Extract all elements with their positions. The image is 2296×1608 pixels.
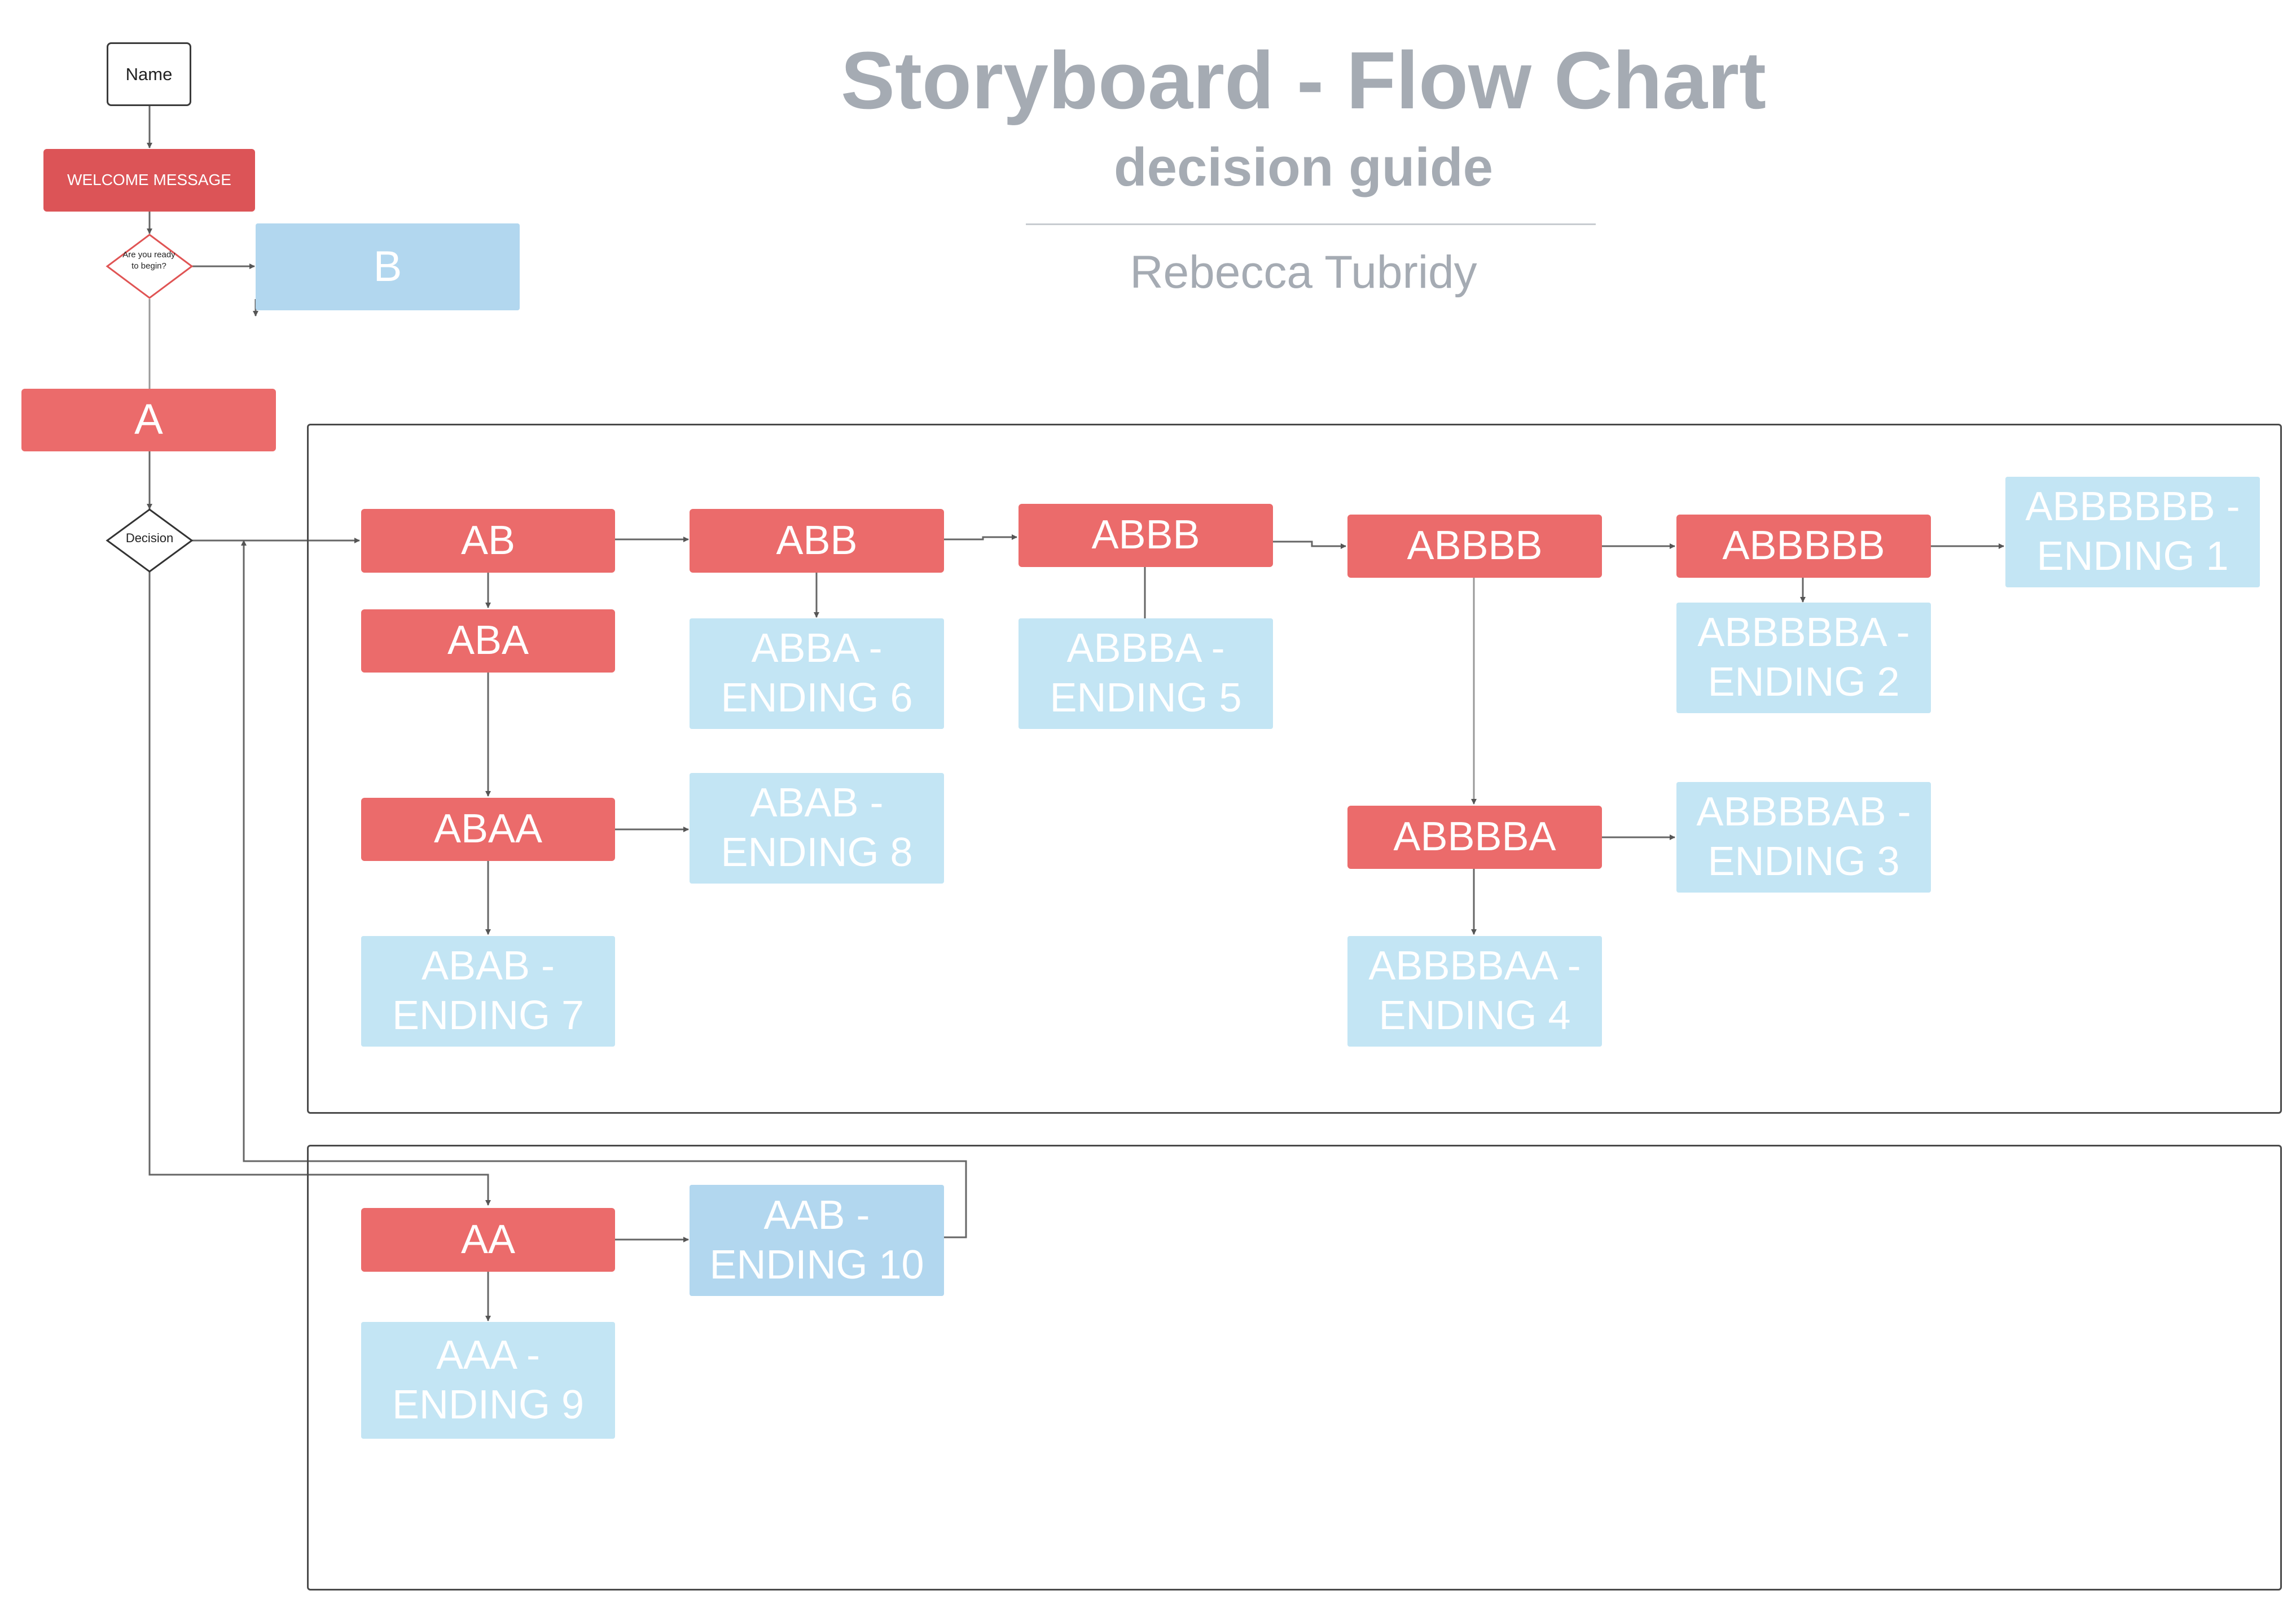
- page-title: Storyboard - Flow Chart: [840, 35, 1767, 126]
- aab-ending10-node: AAB - ENDING 10: [690, 1185, 944, 1296]
- abbbbba-ending2-node: ABBBBBA - ENDING 2: [1676, 603, 1931, 713]
- page-subtitle: decision guide: [1113, 137, 1494, 197]
- decision-diamond: [106, 508, 194, 573]
- abbbbab-ending3-node: ABBBBAB - ENDING 3: [1676, 782, 1931, 893]
- abbb-node: ABBB: [1019, 504, 1273, 567]
- aa-node: AA: [361, 1208, 615, 1272]
- connector-aab-loop: [241, 540, 967, 1238]
- connector-decision-aa: [148, 572, 491, 1206]
- aba-node: ABA: [361, 609, 615, 673]
- branch-aa-frame: [307, 1145, 2282, 1591]
- connector-abbb-abbbb: [1273, 541, 1346, 549]
- author-name: Rebecca Tubridy: [1130, 247, 1477, 298]
- abbbbaa-ending4-node: ABBBBAA - ENDING 4: [1347, 936, 1602, 1047]
- name-node: Name: [107, 42, 191, 106]
- ab-node: AB: [361, 509, 615, 573]
- abbbb-node: ABBBB: [1347, 515, 1602, 578]
- abaa-node: ABAA: [361, 798, 615, 861]
- welcome-message-node: WELCOME MESSAGE: [43, 149, 255, 212]
- abbba-ending5-node: ABBBA - ENDING 5: [1019, 618, 1273, 729]
- aaa-ending9-node: AAA - ENDING 9: [361, 1322, 615, 1439]
- title-divider: [1026, 223, 1596, 225]
- a-node: A: [21, 389, 276, 451]
- abba-ending6-node: ABBA -ENDING 6: [690, 618, 944, 729]
- abbbbb-node: ABBBBB: [1676, 515, 1931, 578]
- abb-node: ABB: [690, 509, 944, 573]
- abbbba-node: ABBBBA: [1347, 806, 1602, 869]
- abab-ending8-node: ABAB - ENDING 8: [690, 773, 944, 884]
- connector-abb-abbb: [944, 534, 1017, 541]
- decision-label: Decision: [125, 531, 174, 545]
- abab-ending7-node: ABAB - ENDING 7: [361, 936, 615, 1047]
- abbbbbb-ending1-node: ABBBBBB - ENDING 1: [2005, 477, 2260, 587]
- b-node: B: [256, 223, 520, 310]
- ready-decision-diamond: [106, 234, 194, 299]
- ready-decision-label: Are you ready to begin?: [122, 250, 175, 271]
- branch-ab-frame: [307, 424, 2282, 1114]
